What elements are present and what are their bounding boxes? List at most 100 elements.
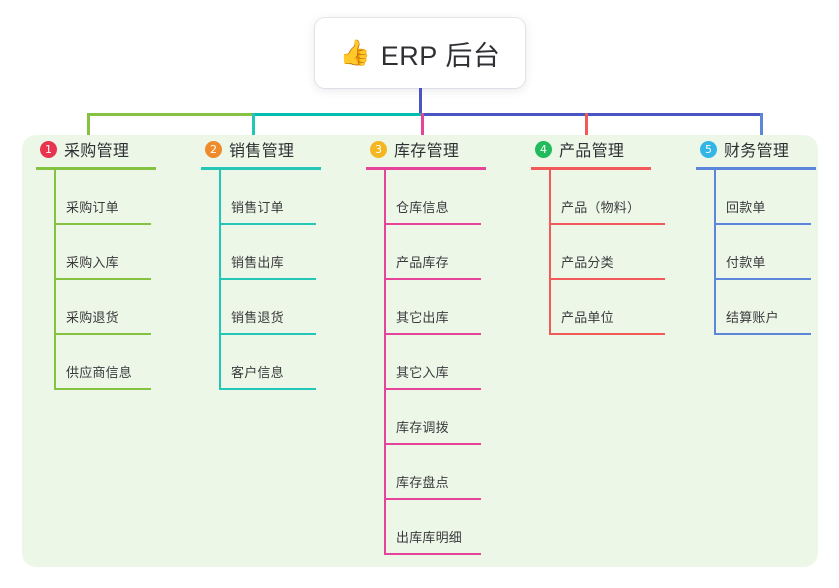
module-item-label: 产品（物料） [561,200,641,215]
module-item[interactable]: 其它出库 [366,280,486,335]
module-item-rule [384,388,481,390]
module-item[interactable]: 销售订单 [201,170,321,225]
module-item-rule [219,278,316,280]
root-trunk-connector [419,88,422,115]
module-item-label: 库存盘点 [396,475,449,490]
module-item[interactable]: 供应商信息 [36,335,156,390]
module-header-5[interactable]: 5 财务管理 [696,135,816,163]
module-item-label: 产品库存 [396,255,449,270]
module-item[interactable]: 结算账户 [696,280,816,335]
branch-stub-3 [421,113,424,145]
root-node-card[interactable]: 👍 ERP 后台 [315,18,525,88]
module-spine [714,170,716,335]
module-item[interactable]: 付款单 [696,225,816,280]
module-number-badge: 3 [370,140,387,158]
module-number-badge: 2 [205,140,222,158]
module-title: 库存管理 [394,143,460,160]
module-item-list: 产品（物料） 产品分类产品单位 [531,170,665,335]
module-header-rule [366,167,486,170]
module-item[interactable]: 回款单 [696,170,816,225]
module-column-5: 5 财务管理回款单付款单结算账户 [696,135,816,335]
module-header-rule [531,167,651,170]
module-item[interactable]: 库存盘点 [366,445,486,500]
module-column-4: 4 产品管理产品（物料） 产品分类产品单位 [531,135,665,335]
module-item[interactable]: 其它入库 [366,335,486,390]
module-spine [219,170,221,390]
module-spine [549,170,551,335]
module-item-rule [714,223,811,225]
module-item-rule [549,223,665,225]
module-header-rule [201,167,321,170]
module-item-rule [384,553,481,555]
module-number-badge: 1 [40,140,57,158]
branch-stub-5 [760,113,763,145]
module-item[interactable]: 采购订单 [36,170,156,225]
branch-stub-1 [87,113,90,145]
module-item-list: 采购订单采购入库采购退货供应商信息 [36,170,156,390]
module-header-rule [696,167,816,170]
module-item[interactable]: 客户信息 [201,335,321,390]
module-item-rule [714,278,811,280]
module-item-label: 回款单 [726,200,766,215]
module-title: 产品管理 [559,143,625,160]
module-item-label: 产品分类 [561,255,614,270]
branch-stub-2 [252,113,255,145]
module-item-label: 销售订单 [231,200,284,215]
module-item[interactable]: 采购入库 [36,225,156,280]
module-item-rule [54,278,151,280]
module-item[interactable]: 库存调拨 [366,390,486,445]
root-node-content: 👍 ERP 后台 [340,34,501,73]
module-item-rule [54,333,151,335]
module-item-rule [384,223,481,225]
module-item-rule [384,443,481,445]
module-item[interactable]: 产品（物料） [531,170,665,225]
module-title: 采购管理 [64,143,130,160]
module-item-rule [219,333,316,335]
module-column-2: 2 销售管理销售订单销售出库销售退货客户信息 [201,135,321,390]
module-item[interactable]: 产品单位 [531,280,665,335]
module-item[interactable]: 销售出库 [201,225,321,280]
module-item-rule [714,333,811,335]
module-item-label: 仓库信息 [396,200,449,215]
module-column-1: 1 采购管理采购订单采购入库采购退货供应商信息 [36,135,156,390]
module-column-3: 3 库存管理仓库信息产品库存其它出库其它入库库存调拨库存盘点出库库明细 [366,135,486,555]
module-header-2[interactable]: 2 销售管理 [201,135,321,163]
module-item-rule [219,388,316,390]
module-number-badge: 5 [700,140,717,158]
module-header-1[interactable]: 1 采购管理 [36,135,156,163]
module-item-label: 库存调拨 [396,420,449,435]
module-header-3[interactable]: 3 库存管理 [366,135,486,163]
module-item[interactable]: 仓库信息 [366,170,486,225]
module-item[interactable]: 出库库明细 [366,500,486,555]
module-number-badge: 4 [535,140,552,158]
module-item-label: 采购退货 [66,310,119,325]
module-item[interactable]: 产品分类 [531,225,665,280]
module-item-label: 客户信息 [231,365,284,380]
module-item-label: 采购订单 [66,200,119,215]
module-item-rule [54,388,151,390]
bus-segment-2 [252,113,424,116]
branch-stub-4 [585,113,588,145]
module-title: 销售管理 [229,143,295,160]
module-item-label: 结算账户 [726,310,779,325]
module-item-label: 销售出库 [231,255,284,270]
module-item[interactable]: 采购退货 [36,280,156,335]
module-item-label: 产品单位 [561,310,614,325]
module-header-rule [36,167,156,170]
module-item[interactable]: 产品库存 [366,225,486,280]
module-item-rule [384,333,481,335]
module-spine [384,170,386,555]
module-item-label: 供应商信息 [66,365,133,380]
module-title: 财务管理 [724,143,790,160]
module-item-label: 销售退货 [231,310,284,325]
module-item-rule [384,498,481,500]
modules-panel: 1 采购管理采购订单采购入库采购退货供应商信息 2 销售管理销售订单销售出库销售退货客… [22,135,818,567]
module-item[interactable]: 销售退货 [201,280,321,335]
module-item-label: 其它出库 [396,310,449,325]
module-item-rule [549,333,665,335]
module-item-list: 回款单付款单结算账户 [696,170,816,335]
module-header-4[interactable]: 4 产品管理 [531,135,651,163]
thumbs-up-emoji: 👍 [339,38,371,67]
module-item-list: 仓库信息产品库存其它出库其它入库库存调拨库存盘点出库库明细 [366,170,486,555]
